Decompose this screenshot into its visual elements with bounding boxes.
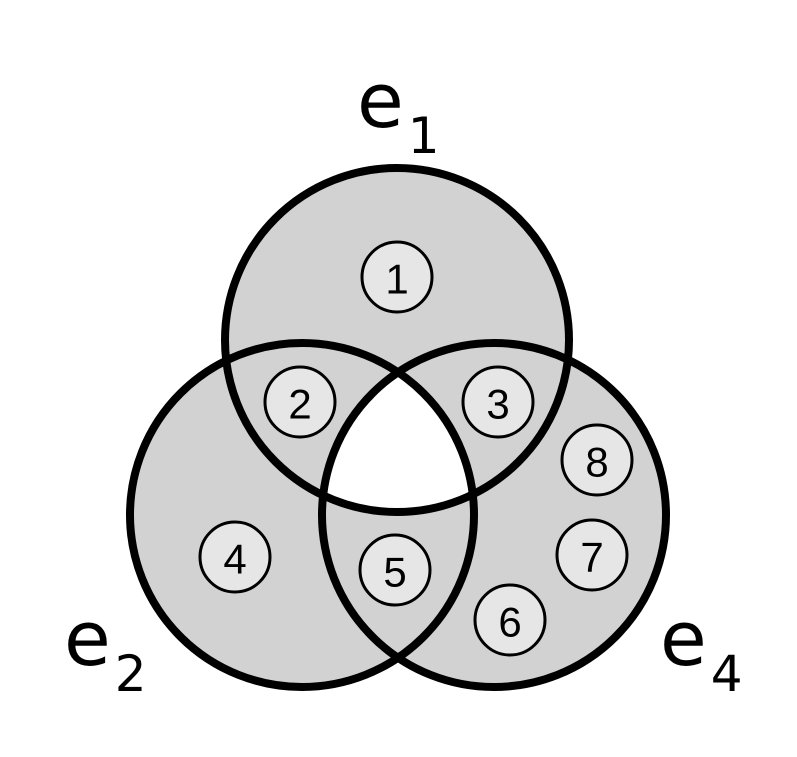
- set-label-e2: e2: [64, 594, 147, 703]
- set-e2-outline: [126, 339, 478, 691]
- node-label: 7: [580, 534, 603, 581]
- triple-intersection-region: [322, 343, 474, 512]
- node-3: 3: [461, 365, 535, 439]
- set-label-e1: e1: [357, 56, 440, 165]
- set-e1-outline: [221, 164, 573, 516]
- node-label: 4: [223, 536, 246, 583]
- node-circle: [461, 365, 535, 439]
- node-6: 6: [473, 583, 547, 657]
- node-4: 4: [198, 520, 272, 594]
- node-7: 7: [555, 518, 629, 592]
- node-label: 3: [486, 381, 509, 428]
- set-e4-outline: [318, 339, 670, 691]
- set-label-e4: e4: [660, 594, 743, 703]
- node-label: 8: [585, 439, 608, 486]
- center-clip-group: [322, 343, 474, 512]
- node-circle: [360, 240, 434, 314]
- node-8: 8: [560, 423, 634, 497]
- node-label: 6: [498, 599, 521, 646]
- node-circle: [263, 365, 337, 439]
- node-circle: [198, 520, 272, 594]
- node-2: 2: [263, 365, 337, 439]
- set-outlines: [126, 164, 670, 691]
- node-circle: [560, 423, 634, 497]
- node-circle: [358, 533, 432, 607]
- node-circle: [473, 583, 547, 657]
- node-circle: [555, 518, 629, 592]
- node-label: 1: [385, 256, 408, 303]
- node-5: 5: [358, 533, 432, 607]
- node-1: 1: [360, 240, 434, 314]
- node-label: 2: [288, 381, 311, 428]
- node-label: 5: [383, 549, 406, 596]
